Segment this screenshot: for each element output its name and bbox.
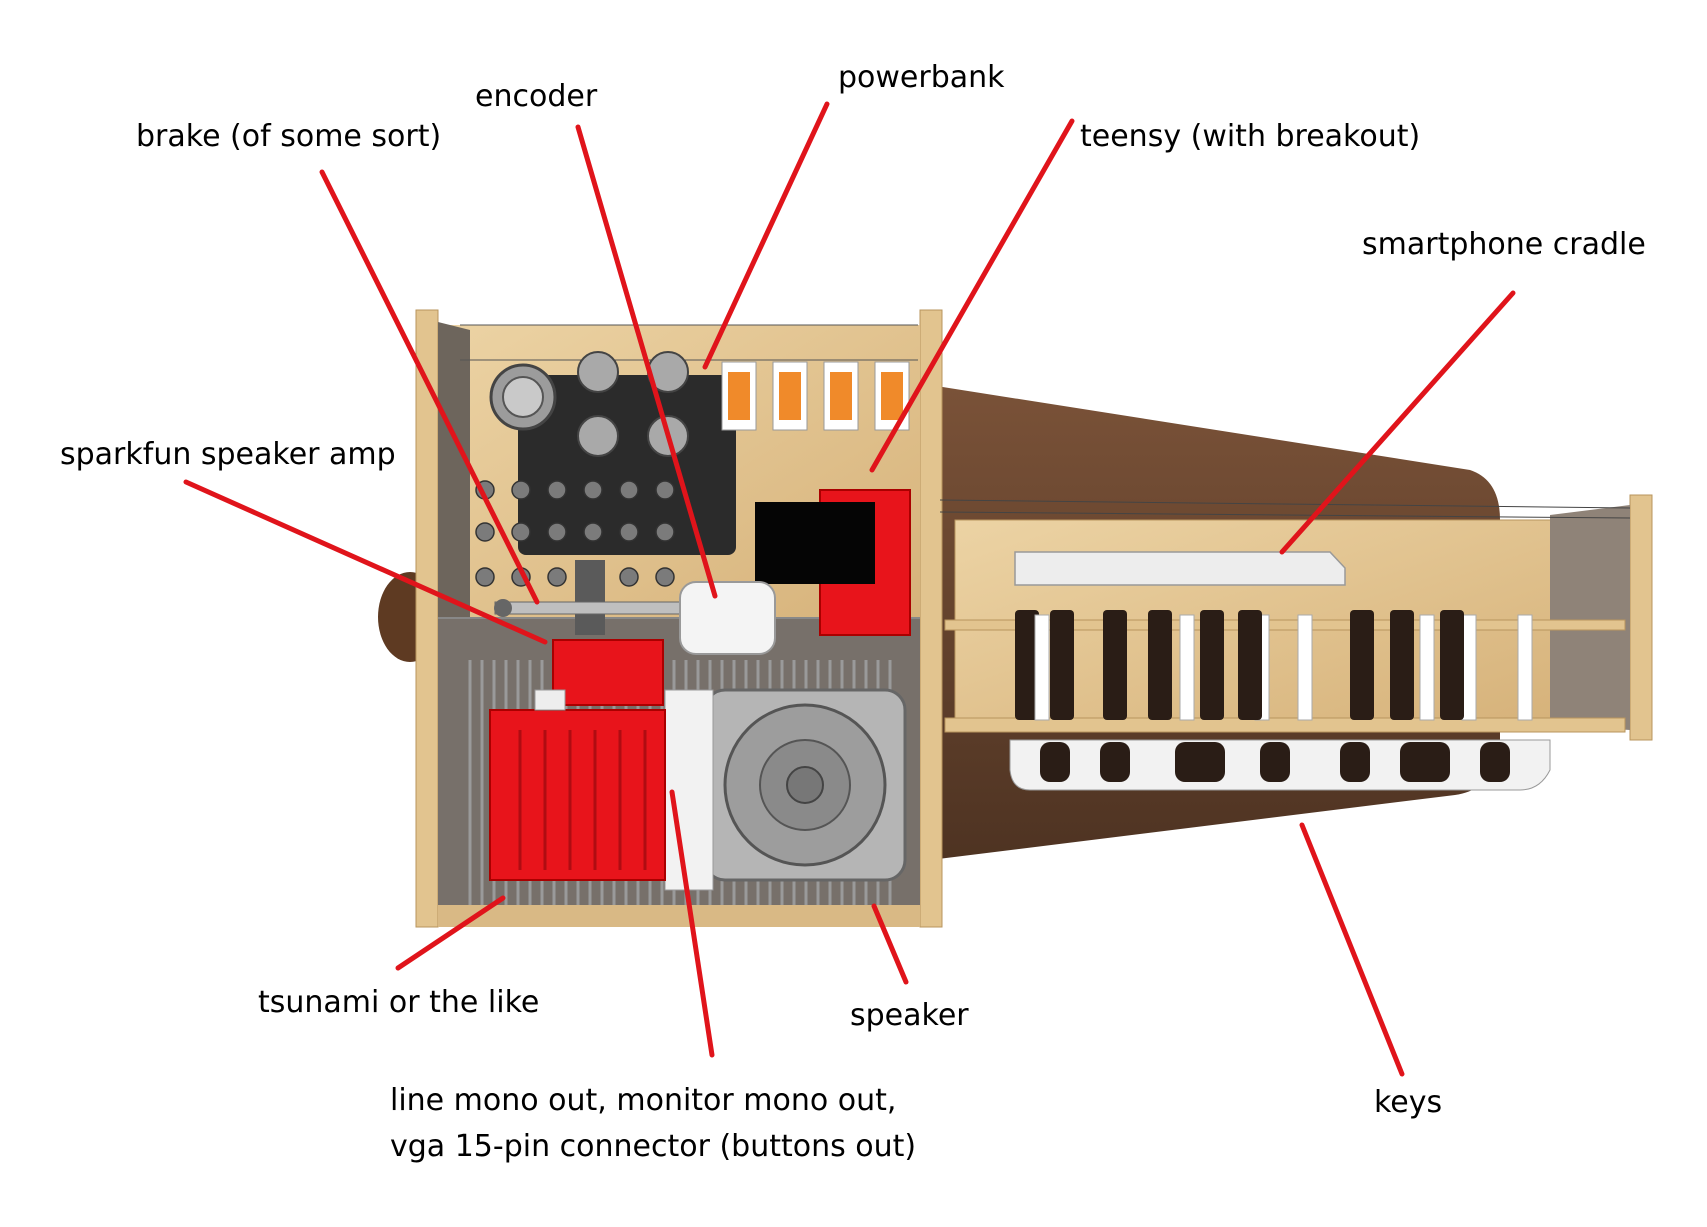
label-teensy: teensy (with breakout) [1080,119,1421,154]
leader-sparkfun [183,479,548,645]
box-bottom-shelf [438,905,920,927]
key-row [1015,610,1533,721]
knob-3 [577,415,619,457]
leader-tsunami [395,895,506,971]
box-right-panel [919,309,943,928]
tsunami-board [489,709,666,881]
label-sparkfun-amp: sparkfun speaker amp [60,437,396,472]
encoder-cylinder [679,581,776,655]
label-tsunami: tsunami or the like [258,985,540,1020]
leader-keys [1299,822,1405,1077]
lower-key-rail [944,717,1626,733]
label-encoder: encoder [475,79,598,114]
label-speaker: speaker [850,998,969,1033]
label-outputs: line mono out, monitor mono out, vga 15-… [390,1078,916,1170]
knob-1 [577,351,619,393]
leader-smartphone [1279,290,1516,555]
label-powerbank: powerbank [838,60,1005,95]
label-keys: keys [1374,1085,1443,1120]
smartphone-cradle [1014,551,1346,586]
brake-shaft [575,560,605,635]
leader-outputs [669,789,715,1058]
leader-brake [319,169,540,605]
button-grid [475,480,675,587]
leader-speaker [871,903,909,985]
label-outputs-line1: line mono out, monitor mono out, [390,1083,897,1118]
powerbank-switches [721,361,910,431]
label-brake: brake (of some sort) [136,119,442,154]
leader-powerbank [702,101,830,370]
label-outputs-line2: vga 15-pin connector (buttons out) [390,1129,917,1164]
right-end-panel [1629,494,1653,741]
upper-key-rail [944,619,1626,631]
leader-lines [183,101,1516,1077]
label-smartphone-cradle: smartphone cradle [1362,227,1646,262]
sparkfun-amp-board [552,639,664,706]
leader-teensy [869,118,1075,473]
key-bottoms [1009,739,1551,791]
leader-encoder [575,124,718,599]
right-inner-wall [1550,505,1630,730]
teensy-chip [755,502,875,584]
